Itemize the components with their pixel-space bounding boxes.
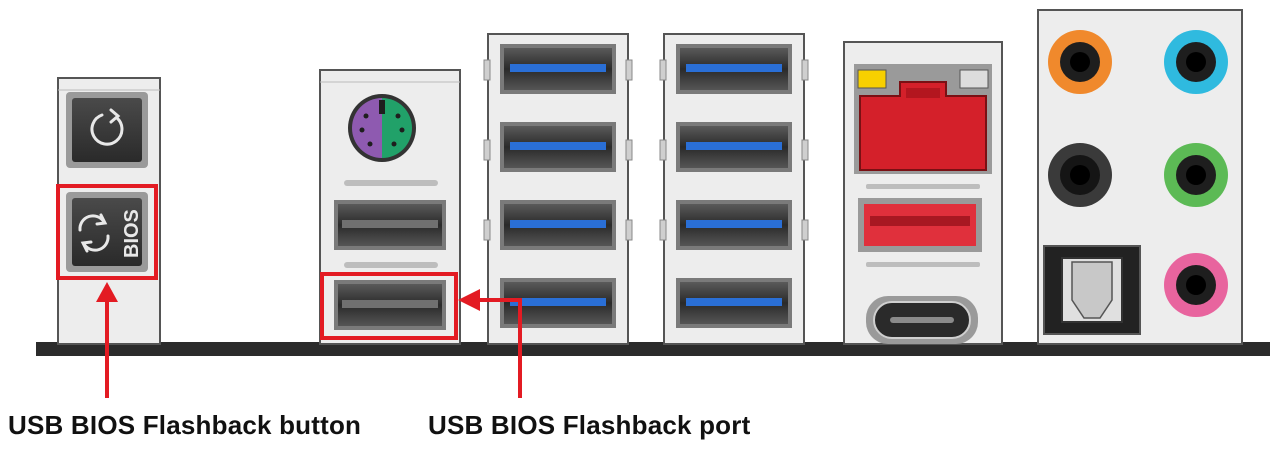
- audio-jack-pink[interactable]: [1164, 253, 1228, 317]
- audio-jack-green[interactable]: [1164, 143, 1228, 207]
- usb3-port-b3[interactable]: [676, 200, 792, 250]
- clear-cmos-button[interactable]: [66, 92, 148, 168]
- flashback-port-highlight: [320, 272, 458, 340]
- usb-type-c-port[interactable]: [866, 296, 978, 344]
- usb-red-port[interactable]: [858, 198, 982, 252]
- usb-bios-flashback-port[interactable]: [334, 280, 446, 330]
- lan-port[interactable]: [854, 64, 992, 174]
- usb3-port-a1[interactable]: [500, 44, 616, 94]
- port-callout-arrow: [458, 289, 522, 398]
- audio-jack-blue[interactable]: [1164, 30, 1228, 94]
- audio-jack-black[interactable]: [1048, 143, 1112, 207]
- optical-spdif-port[interactable]: [1043, 245, 1141, 335]
- bios-button-label: BIOS: [121, 209, 143, 258]
- motherboard-edge: [36, 342, 1270, 356]
- usb3-port-b2[interactable]: [676, 122, 792, 172]
- audio-module: [1037, 9, 1243, 345]
- flashback-port-label: USB BIOS Flashback port: [428, 410, 751, 440]
- ps2-port-icon: [359, 100, 405, 147]
- ps2-usb-module: [319, 69, 461, 345]
- ps2-port[interactable]: [348, 94, 416, 162]
- usb3-stack-left: [483, 33, 633, 345]
- lan-link-led: [959, 69, 989, 89]
- flashback-button-highlight: [56, 184, 158, 280]
- usb3-port-a3[interactable]: [500, 200, 616, 250]
- button-callout-arrow: [96, 282, 118, 398]
- lan-usb-module: [843, 41, 1003, 345]
- refresh-icon: [90, 108, 124, 146]
- audio-jack-orange[interactable]: [1048, 30, 1112, 94]
- flashback-button-label: USB BIOS Flashback button: [8, 410, 362, 440]
- bios-flashback-button[interactable]: BIOS: [66, 192, 148, 272]
- usb3-port-b4[interactable]: [676, 278, 792, 328]
- rj45-port-icon: [859, 81, 987, 171]
- sync-icon: [78, 213, 110, 253]
- usb3-port-b1[interactable]: [676, 44, 792, 94]
- optical-spdif-icon: [1061, 257, 1123, 323]
- usb3-port-a4[interactable]: [500, 278, 616, 328]
- usb3-stack-right: [659, 33, 809, 345]
- usb2-port-upper[interactable]: [334, 200, 446, 250]
- usb3-port-a2[interactable]: [500, 122, 616, 172]
- lan-activity-led: [857, 69, 887, 89]
- button-module: BIOS: [56, 77, 161, 345]
